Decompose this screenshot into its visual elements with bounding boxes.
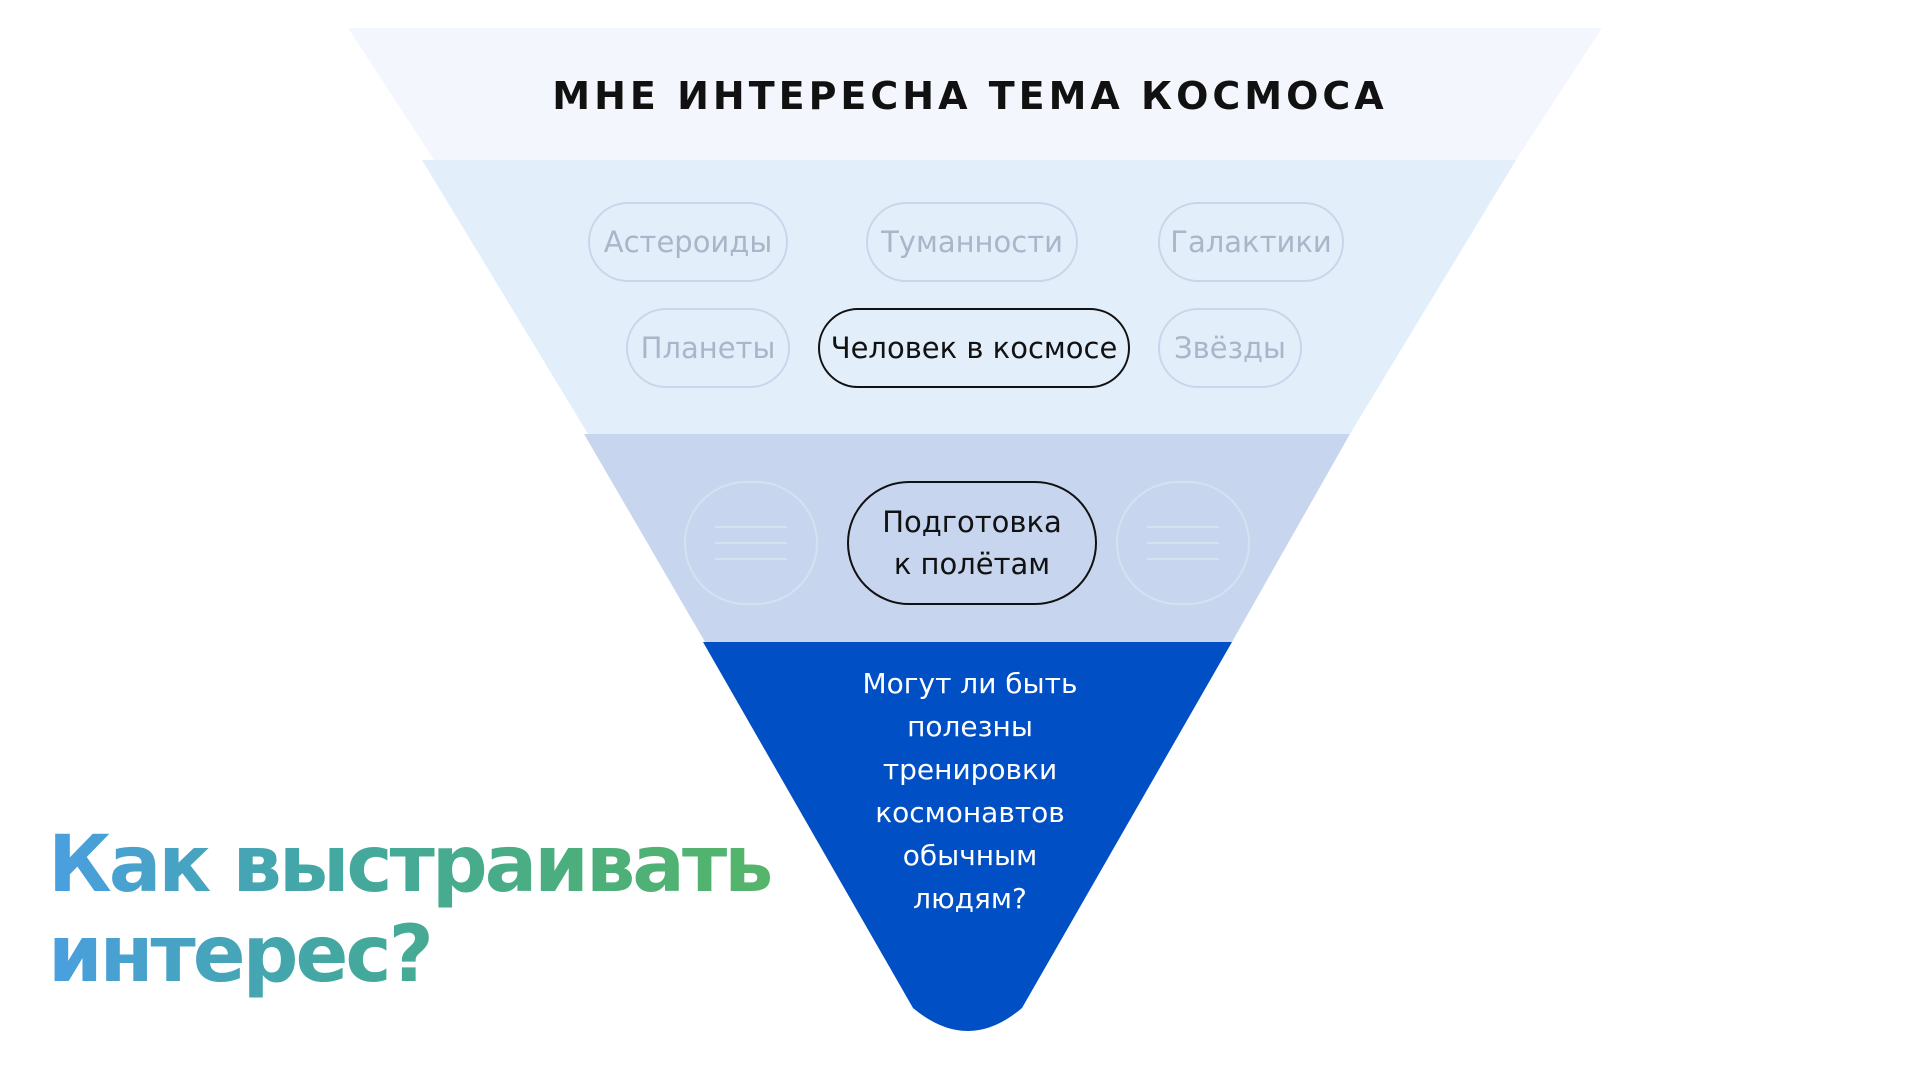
funnel-layer-4 bbox=[703, 642, 1232, 1031]
topic-pill-asteroids: Астероиды bbox=[588, 202, 788, 282]
question-line: космонавтов bbox=[875, 796, 1065, 829]
headline-line-1: Как выстраивать bbox=[48, 820, 771, 910]
placeholder-line bbox=[1147, 542, 1219, 544]
subtopic-line: Подготовка bbox=[882, 505, 1062, 539]
topic-pill-planets: Планеты bbox=[626, 308, 790, 388]
topic-pill-human-in-space: Человек в космосе bbox=[818, 308, 1130, 388]
question-line: тренировки bbox=[882, 753, 1058, 786]
question-line: Могут ли быть bbox=[862, 667, 1078, 700]
question-line: обычным bbox=[902, 839, 1038, 872]
placeholder-line bbox=[715, 558, 787, 560]
placeholder-line bbox=[1147, 558, 1219, 560]
question-text: Могут ли быть полезны тренировки космона… bbox=[820, 662, 1120, 920]
placeholder-line bbox=[1147, 526, 1219, 528]
question-line: людям? bbox=[913, 882, 1027, 915]
top-title: МНЕ ИНТЕРЕСНА ТЕМА КОСМОСА bbox=[552, 74, 1388, 118]
headline-line-2: интерес? bbox=[48, 910, 431, 1000]
placeholder-circle-left bbox=[684, 481, 818, 605]
topic-pill-stars: Звёзды bbox=[1158, 308, 1302, 388]
topic-pill-nebulae: Туманности bbox=[866, 202, 1078, 282]
subtopic-pill-flight-training: Подготовка к полётам bbox=[847, 481, 1097, 605]
funnel-layer-2 bbox=[422, 160, 1516, 434]
subtopic-line: к полётам bbox=[893, 547, 1051, 581]
question-line: полезны bbox=[907, 710, 1033, 743]
placeholder-line bbox=[715, 526, 787, 528]
funnel-layer-1 bbox=[348, 28, 1602, 160]
headline: Как выстраивать интерес? bbox=[48, 820, 770, 1000]
placeholder-circle-right bbox=[1116, 481, 1250, 605]
topic-pill-galaxies: Галактики bbox=[1158, 202, 1344, 282]
placeholder-line bbox=[715, 542, 787, 544]
